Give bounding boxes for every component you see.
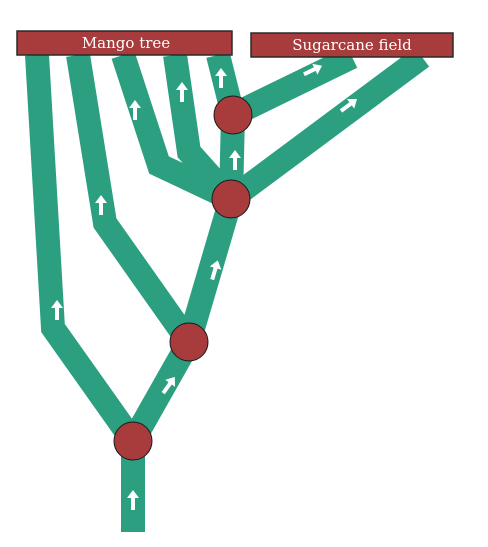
mango-tree-box bbox=[16, 30, 233, 56]
arrow-icon bbox=[129, 100, 141, 120]
arrow-icon bbox=[161, 376, 175, 395]
junction-node bbox=[213, 95, 253, 135]
arrow-icon bbox=[215, 68, 227, 88]
trail-left-outer bbox=[25, 54, 143, 448]
arrow-icon bbox=[303, 63, 322, 77]
sugarcane-field-box bbox=[250, 32, 454, 58]
mango-tree-label: Mango tree bbox=[16, 30, 233, 56]
trail-left-inner bbox=[66, 53, 199, 349]
sugarcane-field-label: Sugarcane field bbox=[250, 32, 454, 58]
arrow-icon bbox=[339, 99, 357, 113]
arrow-icon bbox=[229, 150, 241, 170]
trail-mid-stem bbox=[177, 195, 243, 346]
junction-node bbox=[113, 421, 153, 461]
trail-paths bbox=[25, 46, 430, 532]
arrow-icon bbox=[127, 490, 139, 510]
trail-sugarcane-top bbox=[227, 46, 358, 126]
trail-sugarcane-bottom bbox=[223, 47, 430, 209]
junction-nodes bbox=[113, 95, 253, 461]
arrow-icon bbox=[51, 300, 63, 320]
junction-node bbox=[211, 179, 251, 219]
arrow-icon bbox=[95, 195, 107, 215]
sugarcane-field-text: Sugarcane field bbox=[292, 36, 412, 54]
arrow-icon bbox=[209, 260, 222, 281]
direction-arrows bbox=[51, 63, 357, 510]
arrow-icon bbox=[176, 82, 188, 102]
mango-tree-text: Mango tree bbox=[82, 34, 170, 52]
junction-node bbox=[169, 322, 209, 362]
